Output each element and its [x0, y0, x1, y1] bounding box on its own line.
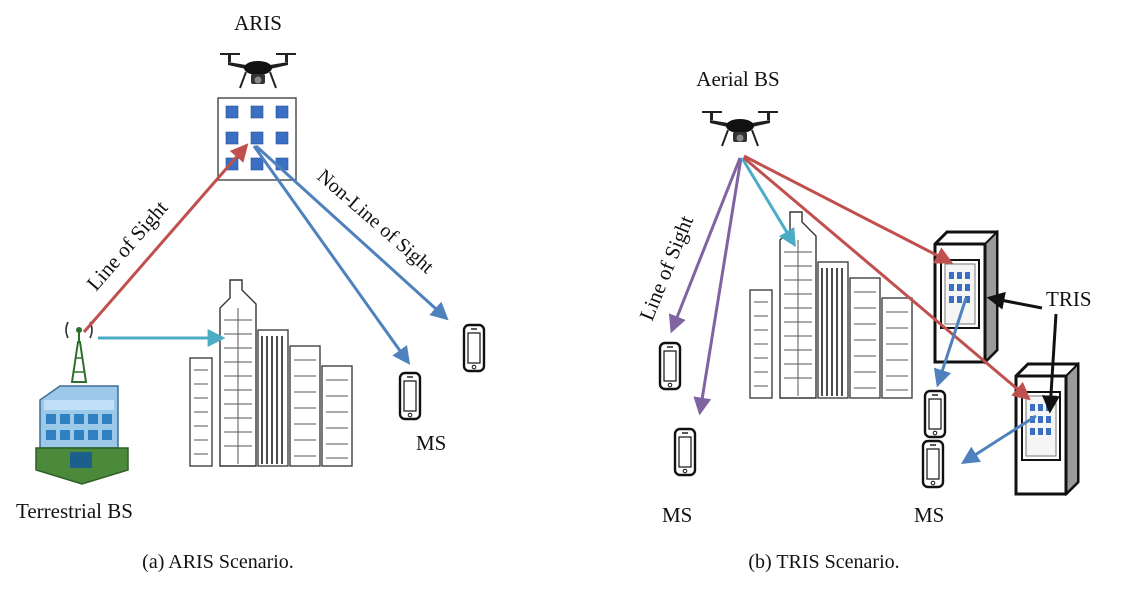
- tris-cabinet-icon: [933, 230, 999, 364]
- smartphone-icon: [398, 371, 422, 421]
- ms-label: MS: [662, 503, 692, 527]
- tris-link-arrow-2: [743, 156, 1031, 401]
- blocked-link-arrow: [740, 157, 796, 248]
- reflected-link-arrow-1: [933, 297, 968, 388]
- aris-label: ARIS: [234, 11, 282, 35]
- smartphone-icon: [673, 427, 697, 477]
- reflected-link-arrow-1: [252, 145, 411, 365]
- tris-link-arrow-1: [743, 154, 954, 264]
- panel-aris: ARIS Line of Sight Non-Line of Sight Ter…: [16, 11, 486, 573]
- cell-tower-icon: [65, 321, 93, 383]
- drone-icon: [701, 110, 779, 147]
- drone-icon: [219, 52, 297, 89]
- office-building-icon: [35, 385, 129, 485]
- smartphone-icon: [921, 439, 945, 489]
- tris-label: TRIS: [1046, 287, 1092, 311]
- ms-label: MS: [914, 503, 944, 527]
- terrestrial-bs-label: Terrestrial BS: [16, 499, 133, 523]
- panel-tris: Aerial BS Line of Sight TRIS MS MS (b) T…: [634, 67, 1091, 573]
- tris-cabinet-icon: [1014, 362, 1080, 496]
- smartphone-icon: [462, 323, 486, 373]
- tris-pointer-arrow: [986, 291, 1043, 310]
- caption-b: (b) TRIS Scenario.: [748, 551, 899, 573]
- nlos-label: Non-Line of Sight: [313, 165, 438, 278]
- reflected-link-arrow-2: [960, 414, 1037, 464]
- los-link-arrow: [693, 157, 743, 416]
- smartphone-icon: [923, 389, 947, 439]
- caption-a: (a) ARIS Scenario.: [142, 551, 294, 573]
- los-link-arrow: [668, 157, 742, 334]
- city-buildings-icon: [749, 211, 913, 399]
- ms-label: MS: [416, 431, 446, 455]
- aerial-bs-label: Aerial BS: [696, 67, 779, 91]
- reflected-link-arrow-2: [254, 144, 449, 321]
- los-link-arrow: [82, 143, 249, 333]
- smartphone-icon: [658, 341, 682, 391]
- tris-pointer-arrow: [1041, 313, 1060, 414]
- ris-panel-icon: [217, 97, 297, 181]
- city-buildings-icon: [189, 279, 353, 467]
- los-label: Line of Sight: [634, 212, 698, 324]
